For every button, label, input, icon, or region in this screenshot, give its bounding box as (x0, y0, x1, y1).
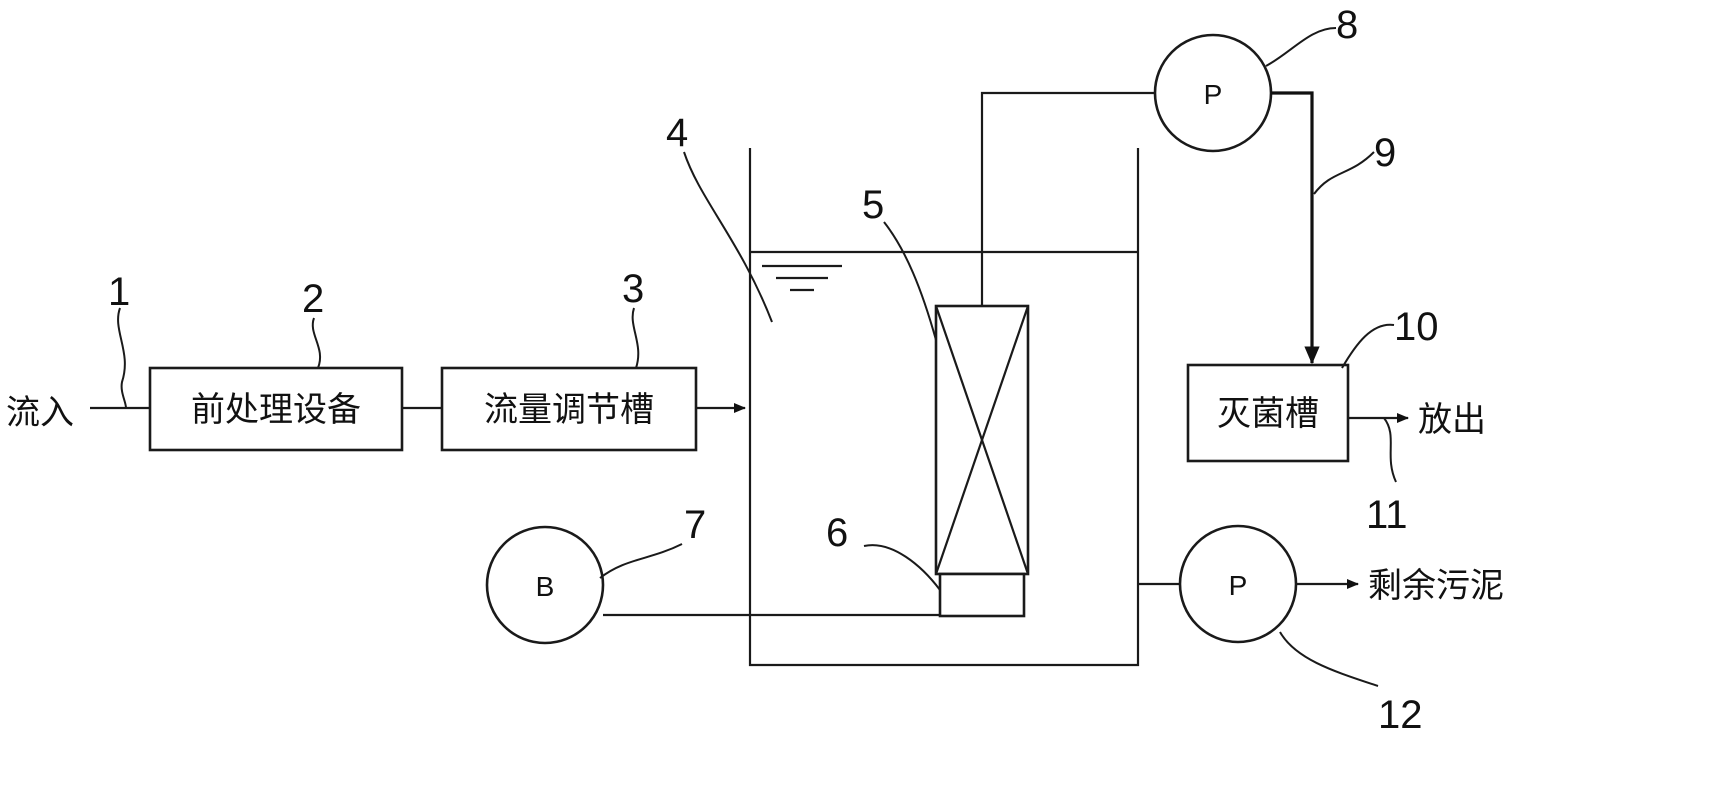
leader-10 (1341, 323, 1395, 369)
disinfection-box (1186, 363, 1350, 463)
disinfection-unit: 灭菌槽 (1186, 363, 1350, 463)
ref-5: 5 (862, 183, 884, 227)
permeate-line (980, 91, 1158, 306)
flow-adjust-label: 流量调节槽 (484, 390, 654, 430)
pretreatment-label: 前处理设备 (191, 390, 361, 430)
inflow-label: 流入 (6, 393, 74, 433)
leader-4 (683, 151, 773, 323)
treated-water-line (1271, 91, 1320, 365)
ref-3: 3 (622, 267, 644, 311)
ref-7: 7 (684, 503, 706, 547)
ref-11: 11 (1366, 493, 1408, 537)
pretreatment-unit: 前处理设备 (148, 366, 404, 452)
leader-8 (1265, 27, 1337, 67)
reaction-tank (748, 148, 1140, 667)
sludge-pump: P (1178, 524, 1298, 644)
leader-12 (1279, 631, 1379, 687)
leader-9 (1313, 151, 1375, 195)
membrane-cross-b (934, 305, 1030, 575)
leader-1 (117, 307, 127, 409)
ref-1: 1 (108, 270, 130, 314)
leader-3 (631, 307, 640, 369)
ref-12: 12 (1378, 693, 1423, 737)
leader-5 (883, 221, 937, 341)
flow-adjust-unit: 流量调节槽 (440, 366, 698, 452)
leader-2 (311, 317, 321, 369)
leader-6 (863, 544, 941, 591)
tank-walls (748, 148, 1140, 667)
excess-sludge-label: 剩余污泥 (1368, 566, 1504, 606)
ref-6: 6 (826, 511, 848, 555)
leader-lines (117, 27, 1397, 687)
diffuser-box (938, 572, 1026, 618)
membrane-module (934, 304, 1030, 576)
leader-7 (599, 543, 683, 579)
disinfection-label: 灭菌槽 (1217, 394, 1319, 434)
ref-10: 10 (1394, 305, 1439, 349)
sludge-pump-symbol: P (1229, 570, 1248, 601)
blower: B (485, 525, 605, 645)
blower-symbol: B (536, 571, 555, 602)
water-surface-symbol (762, 264, 842, 292)
ref-4: 4 (666, 111, 688, 155)
permeate-pump: P (1153, 33, 1273, 153)
permeate-pump-symbol: P (1204, 79, 1223, 110)
ref-2: 2 (302, 277, 324, 321)
leader-11 (1383, 417, 1397, 483)
reference-numerals: 1 2 3 4 5 6 7 8 9 10 11 12 (108, 3, 1439, 737)
outflow-label: 放出 (1418, 400, 1486, 440)
blower-circle (485, 525, 605, 645)
ref-9: 9 (1374, 131, 1396, 175)
ref-8: 8 (1336, 3, 1358, 47)
flow-adjust-box (440, 366, 698, 452)
